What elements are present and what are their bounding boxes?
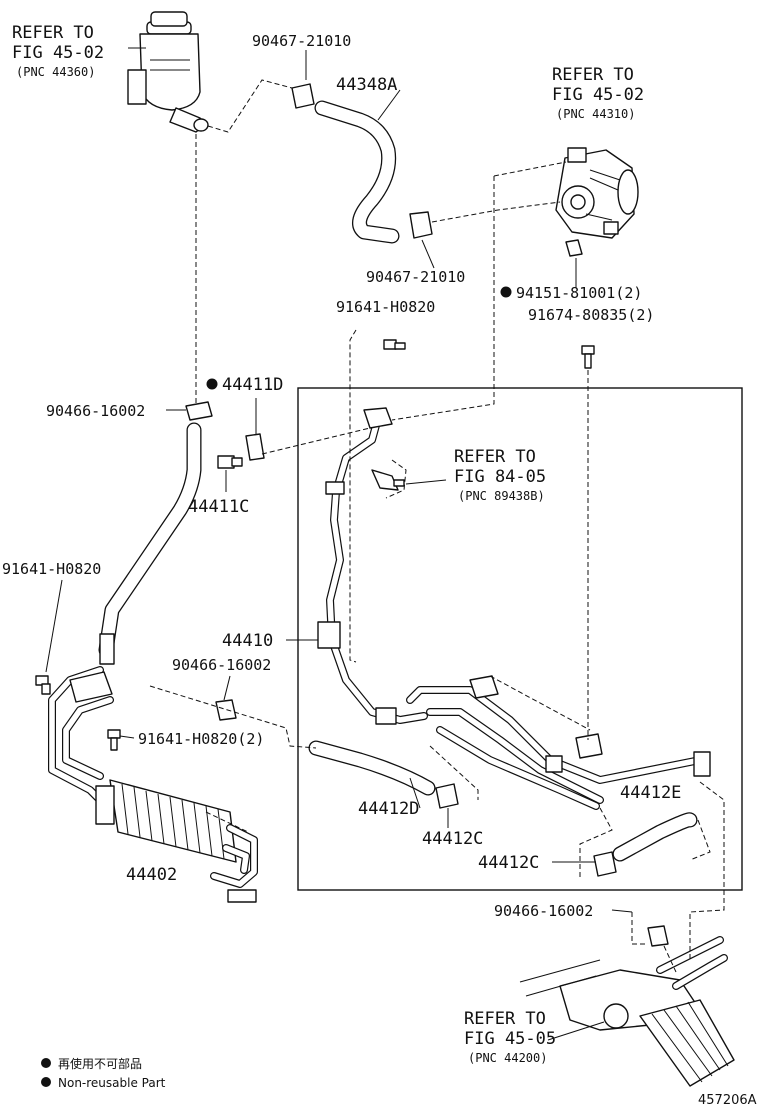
return-tube-set-illustration — [406, 675, 711, 810]
part-label-90466-mid: 90466-16002 — [172, 656, 271, 674]
part-label-90466-low: 90466-16002 — [494, 902, 593, 920]
legend-text-en: Non-reusable Part — [58, 1076, 166, 1090]
ref-gear-pnc: (PNC 44200) — [468, 1051, 547, 1065]
hose-44348a-illustration — [291, 83, 433, 244]
oil-pump-illustration — [555, 147, 639, 239]
part-label-90467-top: 90467-21010 — [252, 32, 351, 50]
bolt-91641-2 — [107, 729, 121, 751]
ref-switch-pnc: (PNC 89438B) — [458, 489, 545, 503]
part-label-91641-top: 91641-H0820 — [336, 298, 435, 316]
part-label-91674: 91674-80835(2) — [528, 306, 654, 324]
part-label-44412c-a: 44412C — [422, 829, 483, 849]
clamps-44412c — [435, 783, 617, 877]
assembly-group-box — [297, 387, 743, 891]
ref-label-switch: REFER TO FIG 84-05 (PNC 89438B) — [454, 447, 546, 503]
ref-tank-line2: FIG 45-02 — [12, 43, 104, 63]
legend: 再使用不可部品 Non-reusable Part — [41, 1056, 166, 1090]
cooler-supply-hose-illustration — [98, 401, 213, 665]
ref-tank-pnc: (PNC 44360) — [16, 65, 95, 79]
figure-id: 457206A — [698, 1093, 757, 1108]
part-label-94151: 94151-81001(2) — [516, 284, 642, 302]
ref-label-tank: REFER TO FIG 45-02 (PNC 44360) — [12, 23, 104, 79]
part-label-91641-left: 91641-H0820 — [2, 560, 101, 578]
union-bolt-44411c — [217, 455, 243, 469]
bolt-94151 — [565, 239, 583, 257]
steering-gear-illustration — [519, 936, 735, 1087]
part-label-90466-left: 90466-16002 — [46, 402, 145, 420]
leader-lines — [45, 47, 725, 1041]
ref-pump-line2: FIG 45-02 — [552, 85, 644, 105]
hose-44412d-illustration — [308, 740, 436, 796]
part-label-44412d: 44412D — [358, 799, 419, 819]
clamps-90466 — [215, 699, 669, 947]
non-reusable-marker — [206, 378, 218, 390]
part-label-44412e: 44412E — [620, 783, 681, 803]
ref-gear-line1: REFER TO — [464, 1009, 546, 1029]
part-label-91641-2: 91641-H0820(2) — [138, 730, 264, 748]
oil-cooler-illustration — [48, 666, 258, 903]
bolt-91641-top — [383, 339, 406, 350]
ref-gear-line2: FIG 45-05 — [464, 1029, 556, 1049]
part-label-44411c: 44411C — [188, 497, 249, 517]
legend-marker-en — [41, 1077, 51, 1087]
ref-pump-line1: REFER TO — [552, 65, 634, 85]
ref-switch-line2: FIG 84-05 — [454, 467, 546, 487]
part-label-44348a: 44348A — [336, 75, 397, 95]
part-label-44412c-b: 44412C — [478, 853, 539, 873]
part-label-90467-mid: 90467-21010 — [366, 268, 465, 286]
legend-text-jp: 再使用不可部品 — [58, 1056, 142, 1071]
ref-tank-line1: REFER TO — [12, 23, 94, 43]
part-label-44410: 44410 — [222, 631, 273, 651]
hose-44412e-illustration — [612, 812, 698, 862]
legend-marker-jp — [41, 1058, 51, 1068]
pressure-switch-illustration — [371, 469, 405, 491]
reservoir-tank-illustration — [127, 11, 209, 133]
ref-pump-pnc: (PNC 44310) — [556, 107, 635, 121]
part-label-44411d: 44411D — [222, 375, 283, 395]
non-reusable-marker — [500, 286, 512, 298]
gasket-44411d — [245, 433, 265, 461]
part-label-44402: 44402 — [126, 865, 177, 885]
bolt-91674 — [581, 345, 595, 369]
ref-switch-line1: REFER TO — [454, 447, 536, 467]
pressure-feed-tube-illustration — [317, 407, 428, 725]
ref-label-gear: REFER TO FIG 45-05 (PNC 44200) — [464, 1009, 556, 1065]
ref-label-pump: REFER TO FIG 45-02 (PNC 44310) — [552, 65, 644, 121]
bolt-91641-left — [35, 675, 51, 695]
